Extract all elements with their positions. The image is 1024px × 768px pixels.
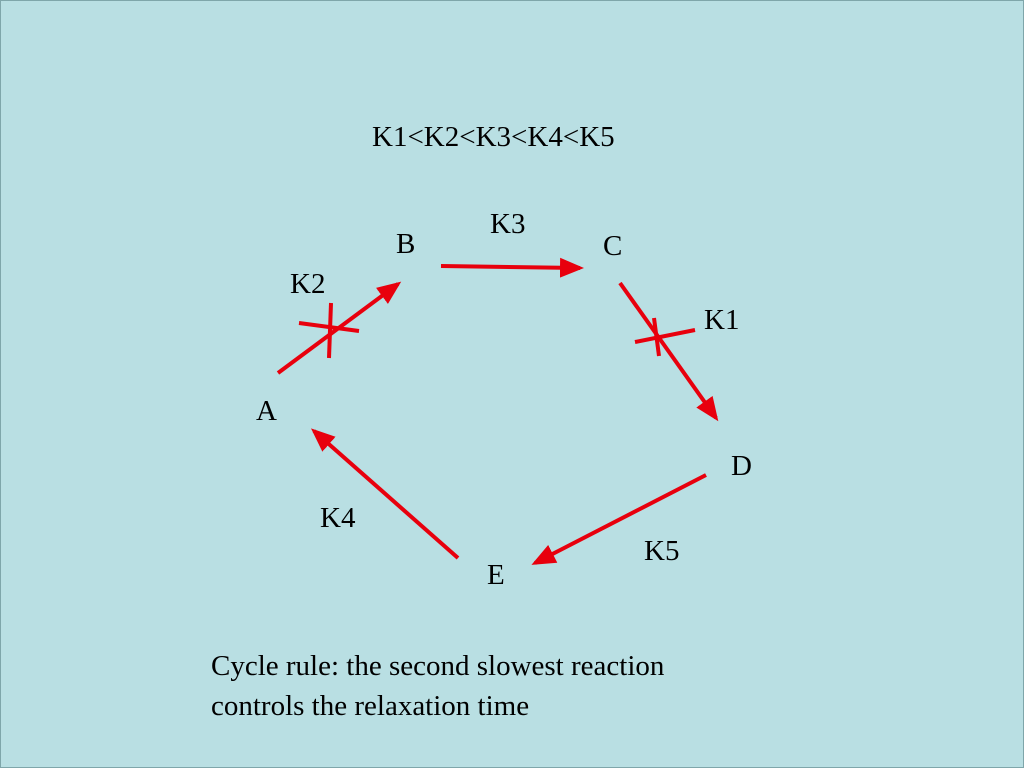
rate-label-k1: K1 — [704, 304, 740, 336]
node-d-label: D — [731, 450, 752, 482]
cycle-rule-caption: Cycle rule: the second slowest reaction … — [211, 646, 664, 726]
rate-label-k5: K5 — [644, 535, 680, 567]
edge-c-to-d — [618, 281, 719, 422]
node-a-label: A — [256, 395, 277, 427]
edge-d-to-e — [531, 473, 707, 565]
caption-line-2: controls the relaxation time — [211, 690, 530, 722]
block-mark-k1 — [634, 317, 696, 357]
rate-label-k4: K4 — [320, 502, 356, 534]
rate-label-k3: K3 — [490, 208, 526, 240]
rate-label-k2: K2 — [290, 268, 326, 300]
block-mark-k2 — [298, 302, 360, 359]
edge-b-to-c — [440, 257, 584, 278]
rate-order-title: K1<K2<K3<K4<K5 — [372, 121, 615, 153]
node-c-label: C — [603, 230, 623, 262]
node-b-label: B — [396, 228, 416, 260]
caption-line-1: Cycle rule: the second slowest reaction — [211, 650, 665, 682]
node-e-label: E — [487, 559, 505, 591]
edge-e-to-a — [311, 428, 460, 560]
